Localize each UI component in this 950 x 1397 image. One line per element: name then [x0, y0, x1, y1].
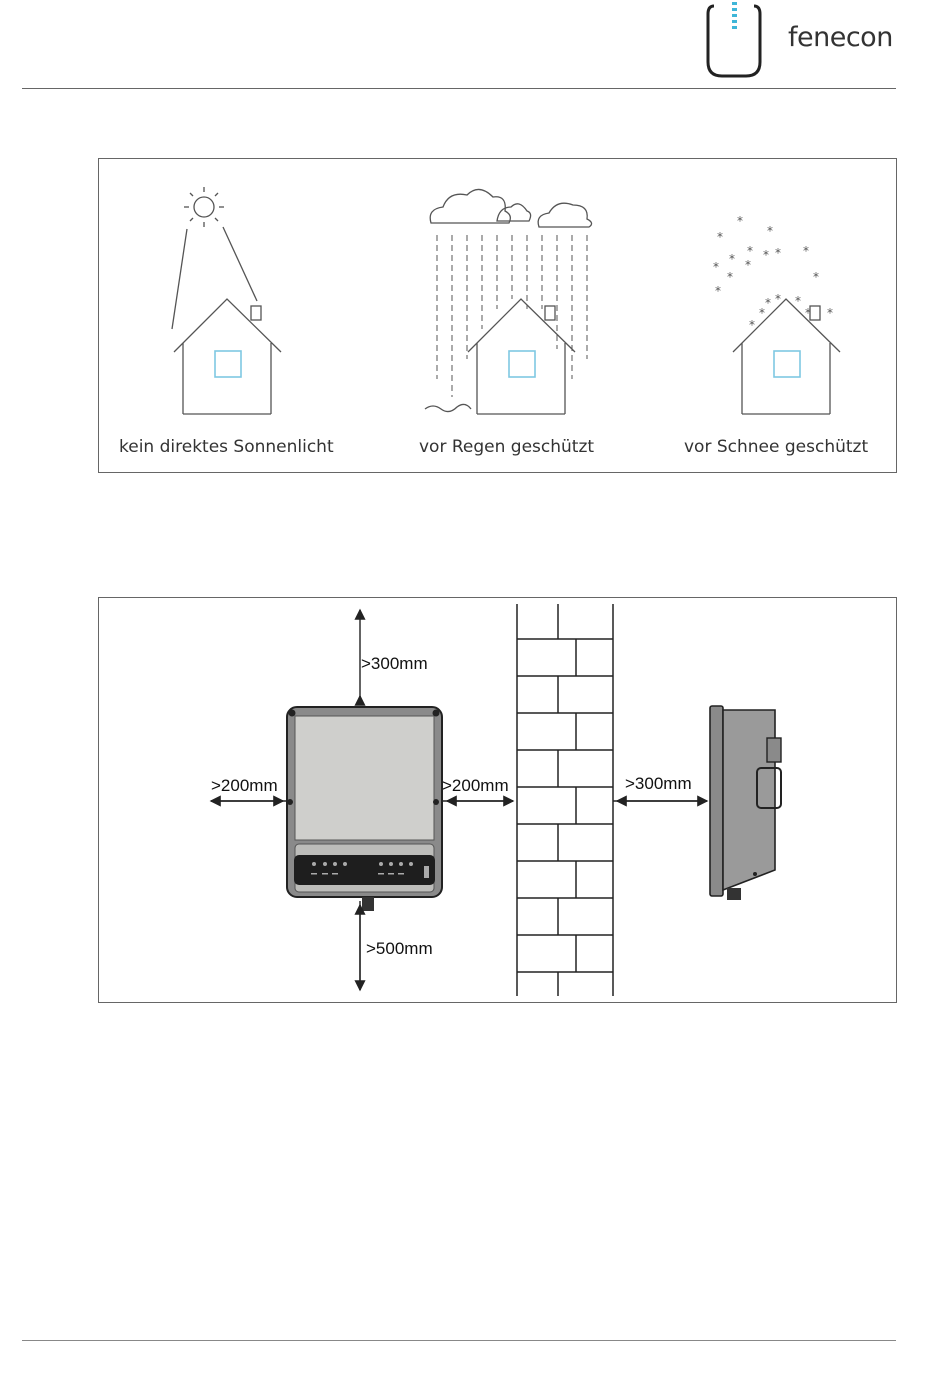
svg-text:*: *: [813, 270, 819, 284]
house-snow-icon: [733, 299, 840, 414]
clearance-figure: >300mm >200mm >200mm >300mm >500mm: [98, 597, 897, 1003]
svg-text:*: *: [747, 244, 753, 258]
brand-name: fenecon: [788, 22, 893, 53]
svg-text:*: *: [767, 224, 773, 238]
sun-icon: [172, 187, 257, 329]
caption-snow: vor Schnee geschützt: [684, 437, 868, 457]
clearance-wall: >300mm: [625, 774, 692, 794]
svg-text:*: *: [775, 292, 781, 306]
svg-text:*: *: [729, 252, 735, 266]
svg-text:*: *: [763, 248, 769, 262]
caption-sun: kein direktes Sonnenlicht: [119, 437, 334, 457]
svg-text:*: *: [745, 258, 751, 272]
header-logo: fenecon: [700, 0, 900, 82]
fenecon-logo-icon: [704, 0, 764, 80]
clearance-right: >200mm: [442, 776, 509, 796]
header-rule: [22, 88, 896, 89]
svg-text:*: *: [749, 318, 755, 332]
cloud-icon: [430, 189, 591, 227]
clearance-bottom: >500mm: [366, 939, 433, 959]
svg-text:*: *: [715, 284, 721, 298]
clearance-top: >300mm: [361, 654, 428, 674]
water-icon: [425, 404, 471, 411]
svg-text:*: *: [727, 270, 733, 284]
weather-illustration: ** ** ** ** ** ** ** ** ** **: [99, 159, 896, 472]
svg-text:*: *: [775, 246, 781, 260]
house-rain-icon: [468, 299, 575, 414]
svg-text:*: *: [737, 214, 743, 228]
inverter-side-icon: [710, 706, 781, 900]
wall-icon: [517, 604, 613, 996]
svg-text:*: *: [713, 260, 719, 274]
svg-text:*: *: [827, 306, 833, 320]
svg-text:*: *: [759, 306, 765, 320]
svg-text:*: *: [717, 230, 723, 244]
weather-figure: ** ** ** ** ** ** ** ** ** ** kein direk…: [98, 158, 897, 473]
svg-text:*: *: [803, 244, 809, 258]
clearance-left: >200mm: [211, 776, 278, 796]
svg-text:*: *: [795, 294, 801, 308]
svg-text:*: *: [765, 296, 771, 310]
footer-rule: [22, 1340, 896, 1341]
house-sun-icon: [174, 299, 281, 414]
caption-rain: vor Regen geschützt: [419, 437, 594, 457]
clearance-illustration: [99, 598, 896, 1002]
snow-icon: ** ** ** ** ** ** ** ** ** **: [713, 214, 833, 332]
inverter-front-icon: [287, 707, 442, 911]
